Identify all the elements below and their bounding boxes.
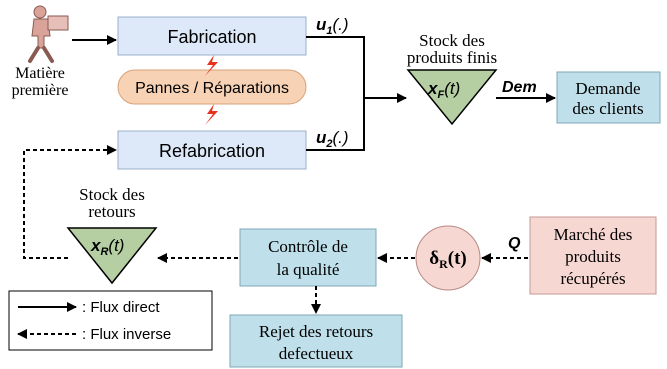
flow-refabrication-out bbox=[306, 98, 365, 151]
market-label-3: récupérés bbox=[560, 269, 625, 288]
market-box bbox=[529, 216, 657, 295]
reject-label-2: defectueux bbox=[279, 344, 354, 363]
flow-returns-to-refabrication bbox=[23, 145, 117, 259]
quality-label-1: Contrôle de bbox=[268, 237, 348, 256]
lightning-bolt-icon-top bbox=[205, 55, 218, 76]
reject-label-1: Rejet des retours bbox=[259, 322, 373, 341]
legend-direct-label: : Flux direct bbox=[82, 299, 160, 316]
raw-material-label-2: première bbox=[12, 82, 69, 99]
refabrication-label: Refabrication bbox=[159, 141, 265, 161]
worker-carrying-box-icon bbox=[28, 5, 69, 63]
finished-stock-title-1: Stock des bbox=[419, 31, 485, 50]
delta-label: δR(t) bbox=[429, 248, 467, 271]
market-label-1: Marché des bbox=[554, 225, 633, 244]
finished-stock-title-2: produits finis bbox=[407, 48, 497, 67]
delta-circle bbox=[415, 225, 481, 291]
legend-box bbox=[8, 290, 213, 351]
pannes-label: Pannes / Réparations bbox=[135, 80, 289, 97]
demand-label-2: des clients bbox=[572, 99, 643, 118]
returns-stock-title-1: Stock des bbox=[79, 185, 145, 204]
u2-label: u2(.) bbox=[316, 128, 349, 150]
flow-fabrication-out bbox=[306, 36, 365, 98]
quality-control-box bbox=[239, 228, 377, 287]
reject-box bbox=[229, 314, 403, 368]
raw-material-label-1: Matière bbox=[15, 65, 65, 82]
finished-stock-triangle bbox=[406, 69, 498, 126]
returns-stock-title-2: retours bbox=[88, 202, 135, 221]
lightning-bolt-icon-bottom bbox=[205, 104, 218, 125]
q-label: Q bbox=[508, 235, 521, 252]
demand-label-1: Demande bbox=[575, 79, 640, 98]
refabrication-box bbox=[117, 130, 307, 170]
legend-inverse-label: : Flux inverse bbox=[82, 326, 171, 343]
returns-stock-var: xR(t) bbox=[90, 236, 124, 258]
returns-stock-triangle bbox=[66, 227, 158, 285]
fabrication-label: Fabrication bbox=[167, 27, 256, 47]
demand-box bbox=[556, 71, 661, 124]
dem-label: Dem bbox=[502, 79, 537, 96]
market-label-2: produits bbox=[565, 247, 621, 266]
finished-stock-var: xF(t) bbox=[427, 79, 460, 101]
u1-label: u1(.) bbox=[316, 15, 349, 37]
pannes-box bbox=[117, 69, 307, 105]
quality-label-2: la qualité bbox=[277, 260, 340, 279]
